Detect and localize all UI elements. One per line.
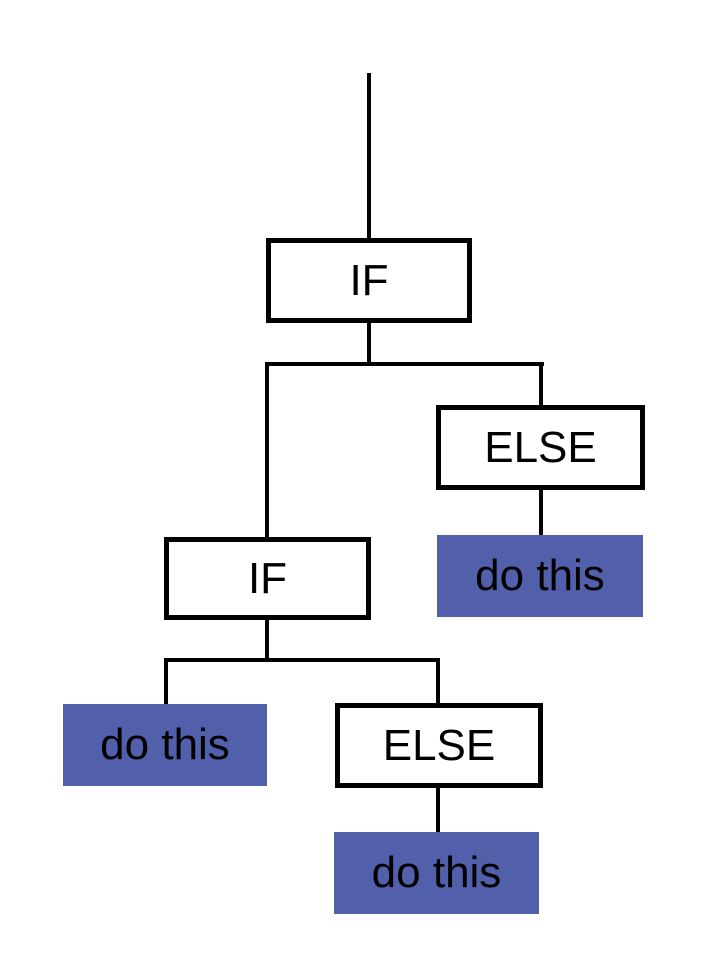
else-node-top: ELSE bbox=[436, 405, 645, 490]
action-node-else-nested-label: do this bbox=[371, 848, 502, 897]
else-nested-to-action bbox=[436, 786, 440, 834]
if-nested-branch-bar bbox=[164, 658, 440, 662]
if-node-nested-label: IF bbox=[247, 553, 288, 603]
if-top-stem bbox=[367, 321, 371, 364]
if-top-branch-bar bbox=[265, 362, 544, 366]
action-node-else-top-label: do this bbox=[475, 551, 605, 600]
if-nested-stem bbox=[265, 618, 269, 660]
else-top-to-action bbox=[539, 488, 543, 537]
action-node-else-nested: do this bbox=[334, 832, 539, 914]
if-node-top-label: IF bbox=[349, 255, 389, 305]
else-top-drop bbox=[539, 362, 543, 407]
action-node-else-top: do this bbox=[437, 535, 643, 617]
action-node-if-nested-label: do this bbox=[100, 720, 230, 769]
if-node-nested: IF bbox=[164, 537, 371, 620]
if-nested-true-drop bbox=[164, 658, 168, 706]
true-branch-line bbox=[265, 362, 269, 539]
else-nested-drop bbox=[436, 658, 440, 704]
entry-line bbox=[367, 73, 371, 240]
else-node-nested: ELSE bbox=[335, 703, 543, 788]
else-node-top-label: ELSE bbox=[484, 422, 597, 472]
else-node-nested-label: ELSE bbox=[382, 720, 496, 770]
if-node-top: IF bbox=[266, 238, 472, 323]
action-node-if-nested: do this bbox=[63, 704, 267, 786]
